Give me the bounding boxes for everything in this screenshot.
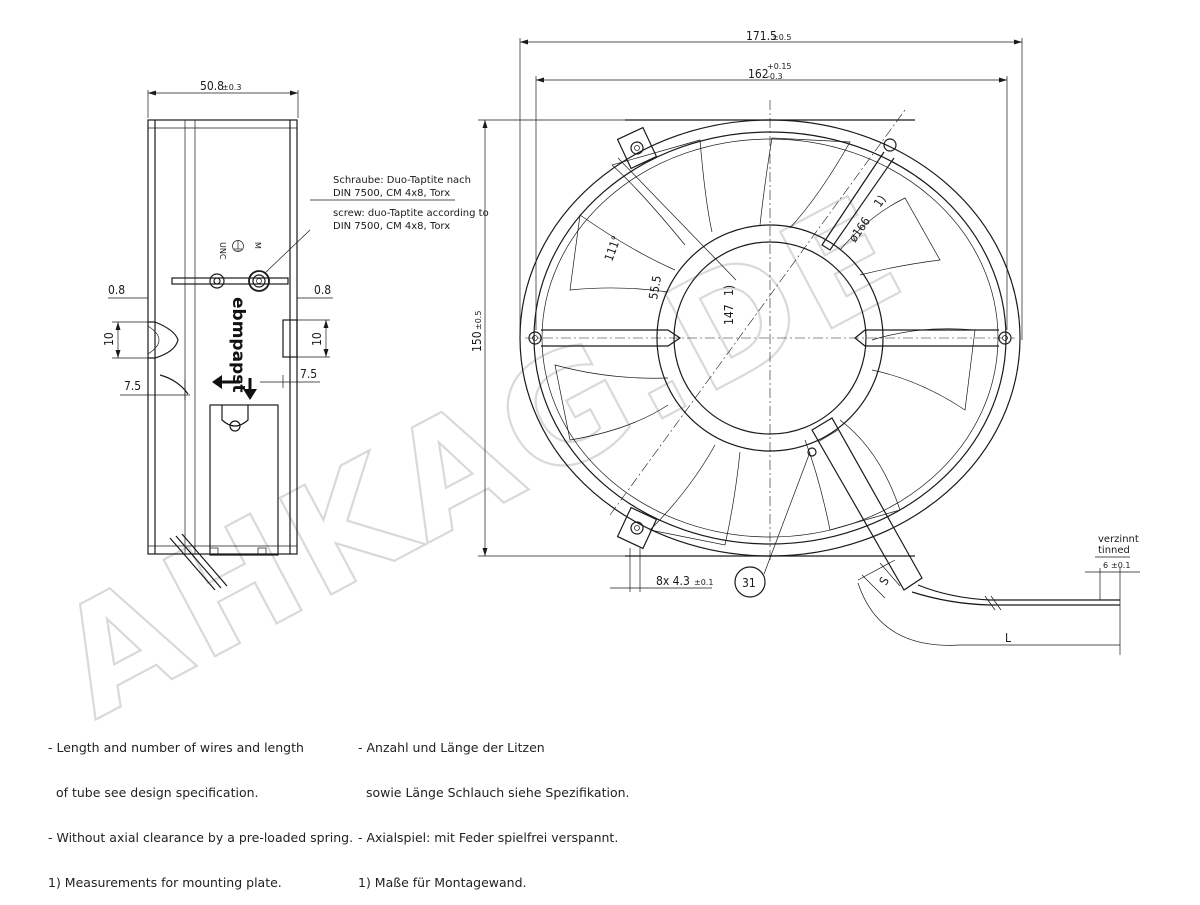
- airflow-arrow-icon: [212, 375, 257, 400]
- hole-spacing-tol-upper: +0.15: [767, 62, 792, 71]
- side-view: 50.8 ±0.3: [102, 79, 333, 591]
- hole-spacing-dim: 162: [748, 67, 769, 81]
- note-en-1: - Length and number of wires and length: [48, 740, 304, 755]
- note-de-3: - Axialspiel: mit Feder spielfrei verspa…: [358, 830, 619, 845]
- dim-s: S: [876, 574, 892, 587]
- right-height-dim: 10: [310, 332, 324, 346]
- overall-width-tol: ±0.5: [772, 33, 791, 42]
- callout-31: 31: [742, 576, 756, 590]
- screw-note-en-2: DIN 7500, CM 4x8, Torx: [333, 221, 450, 232]
- callout-31-circle: [734, 566, 766, 598]
- ground-symbol-icon: [232, 240, 244, 252]
- screw-note: Schraube: Duo-Taptite nach DIN 7500, CM …: [310, 175, 489, 232]
- m-label: M: [253, 242, 262, 249]
- side-width-tol: ±0.3: [222, 83, 241, 92]
- watermark: AHKAG.DE: [30, 162, 932, 752]
- angle-dim: 111°: [602, 234, 624, 263]
- dim-147: 147: [722, 304, 736, 325]
- right-gap-dim: 0.8: [314, 283, 331, 297]
- dim-55-5: 55.5: [646, 274, 664, 300]
- dim-147-note: 1): [722, 285, 736, 296]
- wire-detail: verzinnt tinned 6 ±0.1: [1085, 534, 1140, 600]
- left-offset-dim: 7.5: [124, 379, 141, 393]
- note-de-1: - Anzahl und Länge der Litzen: [358, 740, 545, 755]
- screw-note-en-1: screw: duo-Taptite according to: [333, 208, 489, 219]
- side-width-dim: 50.8: [200, 79, 224, 93]
- tinned-label: tinned: [1098, 545, 1130, 556]
- unc-label: UNC: [218, 242, 227, 260]
- height-dim: 150: [470, 331, 484, 352]
- height-tol: ±0.5: [474, 311, 483, 330]
- left-height-dim: 10: [102, 332, 116, 346]
- screw-note-de-1: Schraube: Duo-Taptite nach: [333, 175, 471, 186]
- verzinnt-label: verzinnt: [1098, 534, 1139, 545]
- dim-l: L: [1005, 631, 1011, 645]
- right-offset-dim: 7.5: [300, 367, 317, 381]
- note-de-4: 1) Maße für Montagewand.: [358, 875, 527, 890]
- note-en-2: of tube see design specification.: [48, 785, 259, 800]
- notes-english: - Length and number of wires and length …: [48, 710, 353, 905]
- left-gap-dim: 0.8: [108, 283, 125, 297]
- holes-tol: ±0.1: [694, 578, 713, 587]
- ebmpapst-logo: ebmpapst: [228, 297, 248, 392]
- hole-spacing-tol-lower: -0.3: [767, 72, 783, 81]
- holes-dim: 8x 4.3: [656, 574, 690, 588]
- note-en-4: 1) Measurements for mounting plate.: [48, 875, 282, 890]
- note-de-2: sowie Länge Schlauch siehe Spezifikation…: [358, 785, 630, 800]
- technical-drawing: AHKAG.DE 50.8 ±0.3: [29, 29, 1140, 753]
- overall-width-dim: 171.5: [746, 29, 777, 43]
- strip-tol: ±0.1: [1111, 561, 1130, 570]
- notes-german: - Anzahl und Länge der Litzen sowie Läng…: [358, 710, 630, 905]
- screw-note-de-2: DIN 7500, CM 4x8, Torx: [333, 188, 450, 199]
- note-en-3: - Without axial clearance by a pre-loade…: [48, 830, 354, 845]
- strip-dim: 6: [1103, 561, 1108, 570]
